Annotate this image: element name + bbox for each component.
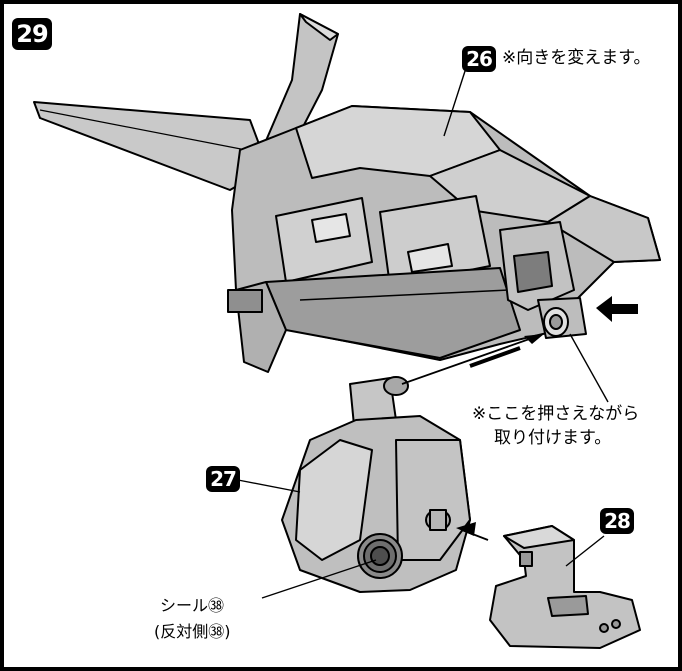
part-28-bracket (489, 525, 641, 649)
part-26-assembly (33, 13, 661, 373)
part-26-badge: 26 (462, 46, 496, 72)
sticker-label: シール㊳ (160, 596, 225, 615)
step-number-badge: 29 (12, 18, 52, 50)
arrow-to-27 (456, 522, 476, 536)
part-27-hinge (281, 376, 471, 593)
leader-lines (237, 67, 609, 599)
orientation-note: ※向きを変えます。 (502, 48, 651, 68)
sticker-opposite-label: (反対側㊳) (154, 622, 231, 641)
push-arrow (596, 296, 638, 322)
arrow-to-26 (524, 334, 544, 344)
part-27-badge: 27 (206, 466, 240, 492)
part-28-badge: 28 (600, 508, 634, 534)
press-note-line2: 取り付けます。 (494, 428, 612, 448)
press-note-line1: ※ここを押さえながら (472, 404, 640, 424)
